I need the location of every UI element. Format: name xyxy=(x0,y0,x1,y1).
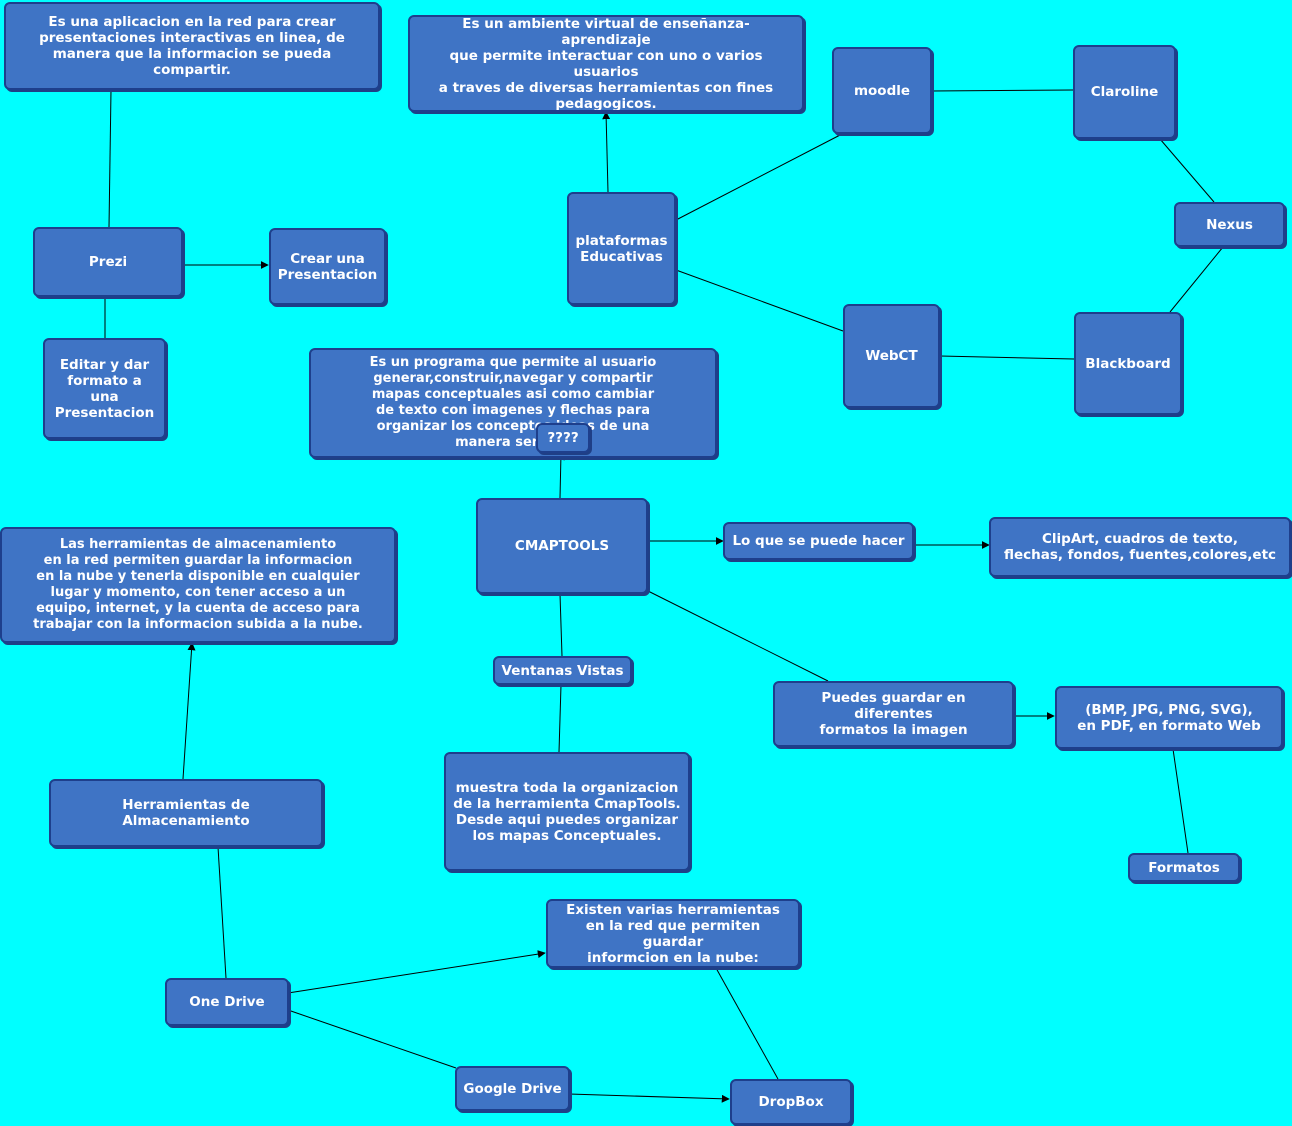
cmaptools-node[interactable]: CMAPTOOLS xyxy=(476,498,648,594)
link-herramientas-desc xyxy=(182,642,196,780)
link-onedrive-google xyxy=(287,1009,457,1069)
link-plataformas-moodle xyxy=(675,133,843,221)
lo-que-se-puede-hacer-node[interactable]: Lo que se puede hacer xyxy=(723,522,914,560)
link-onedrive-existen xyxy=(287,950,546,994)
cmaptools-description-node[interactable]: Es un programa que permite al usuario ge… xyxy=(309,348,717,458)
link-nexus-blackboard xyxy=(1169,246,1224,313)
google-drive-node[interactable]: Google Drive xyxy=(455,1066,570,1111)
herramientas-almacenamiento-node[interactable]: Herramientas de Almacenamiento xyxy=(49,779,323,847)
claroline-node[interactable]: Claroline xyxy=(1073,45,1176,139)
plataformas-educativas-node[interactable]: plataformas Educativas xyxy=(567,192,676,305)
bmp-jpg-formats-node[interactable]: (BMP, JPG, PNG, SVG), en PDF, en formato… xyxy=(1055,686,1283,749)
link-claroline-nexus xyxy=(1159,138,1215,203)
formatos-node[interactable]: Formatos xyxy=(1128,853,1240,882)
unknown-node[interactable]: ???? xyxy=(536,423,590,453)
link-prezi-desc xyxy=(108,89,112,228)
crear-presentacion-node[interactable]: Crear una Presentacion xyxy=(269,228,386,305)
moodle-node[interactable]: moodle xyxy=(832,47,932,134)
one-drive-node[interactable]: One Drive xyxy=(165,978,289,1026)
link-webct-blackboard xyxy=(939,355,1075,360)
link-google-dropbox xyxy=(568,1093,730,1103)
nexus-node[interactable]: Nexus xyxy=(1174,202,1285,247)
guardar-formatos-node[interactable]: Puedes guardar en diferentes formatos la… xyxy=(773,681,1014,747)
ventanas-vistas-node[interactable]: Ventanas Vistas xyxy=(493,656,632,685)
webct-node[interactable]: WebCT xyxy=(843,304,940,408)
link-existen-dropbox xyxy=(715,967,779,1080)
muestra-organizacion-node[interactable]: muestra toda la organizacion de la herra… xyxy=(444,752,690,871)
almacenamiento-description-node[interactable]: Las herramientas de almacenamiento en la… xyxy=(0,527,396,643)
clipart-node[interactable]: ClipArt, cuadros de texto, flechas, fond… xyxy=(989,517,1291,577)
prezi-node[interactable]: Prezi xyxy=(33,227,183,297)
existen-herramientas-node[interactable]: Existen varias herramientas en la red qu… xyxy=(546,899,800,968)
link-plataformas-webct xyxy=(675,269,844,332)
blackboard-node[interactable]: Blackboard xyxy=(1074,312,1182,415)
link-herramientas-onedrive xyxy=(217,846,227,979)
prezi-description-node[interactable]: Es una aplicacion en la red para crear p… xyxy=(4,2,380,90)
link-cmaptools-desc xyxy=(556,452,565,499)
editar-presentacion-node[interactable]: Editar y dar formato a una Presentacion xyxy=(43,338,166,439)
link-moodle-claroline xyxy=(930,89,1074,92)
dropbox-node[interactable]: DropBox xyxy=(730,1079,852,1125)
link-cmaptools-ventanas xyxy=(559,593,563,657)
link-bmp-formatos xyxy=(1172,748,1189,854)
link-cmaptools-guardar xyxy=(647,590,829,682)
link-ventanas-muestra xyxy=(558,684,562,753)
link-plataformas-desc xyxy=(602,111,611,193)
plataformas-description-node[interactable]: Es un ambiente virtual de enseñanza- apr… xyxy=(408,15,804,112)
